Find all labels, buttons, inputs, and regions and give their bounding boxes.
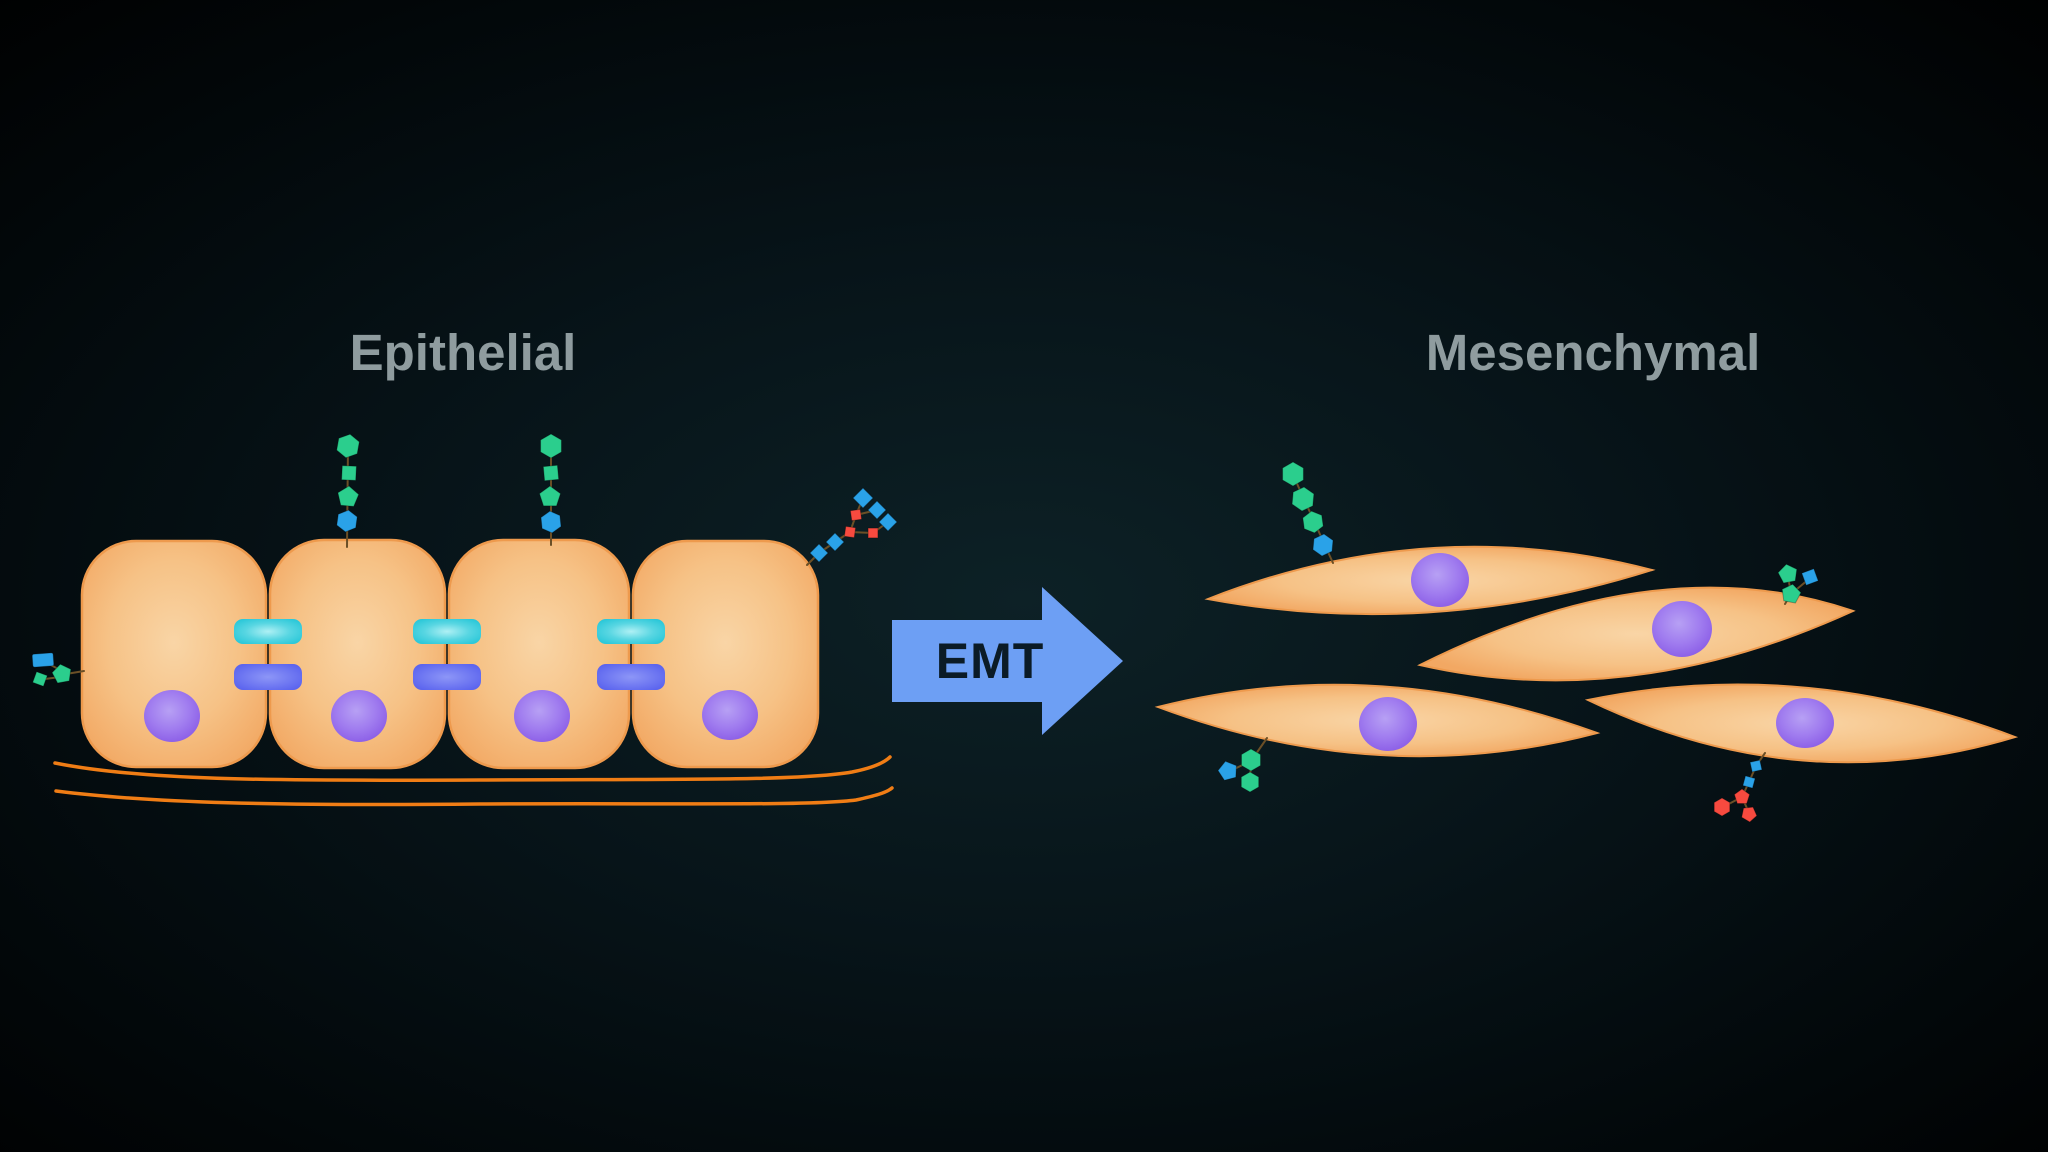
adherens-junction-icon	[597, 664, 665, 690]
cell-nucleus	[144, 690, 200, 742]
adherens-junction-icon	[413, 664, 481, 690]
cell-nucleus	[1652, 601, 1712, 657]
emt-arrow: EMT	[892, 587, 1123, 735]
cell-body	[447, 538, 631, 770]
cell-body	[80, 539, 268, 769]
adherens-junction-icon	[234, 664, 302, 690]
glycan-chain-icon	[539, 433, 562, 546]
glycan-sialylated-icon	[1713, 752, 1766, 823]
glycan-branched-icon	[1777, 563, 1819, 605]
epithelial-cell	[447, 538, 631, 770]
cell-nucleus	[702, 690, 758, 740]
cell-body	[1417, 586, 1856, 682]
glycan-branched-icon	[1217, 737, 1268, 793]
tight-junction-icon	[234, 619, 302, 644]
basement-membrane-line	[54, 786, 894, 807]
epithelial-cell	[80, 539, 268, 769]
glycan-chain-icon	[336, 433, 360, 548]
mesenchymal-cell	[1204, 545, 1656, 616]
glycan-branched-icon	[806, 487, 898, 566]
glycan-chain-icon	[1282, 461, 1334, 564]
cell-body	[268, 538, 447, 770]
epithelial-section: Epithelial	[31, 324, 898, 807]
basement-membrane-line	[53, 755, 892, 783]
emt-arrow-label: EMT	[936, 633, 1045, 689]
cell-nucleus	[1359, 697, 1417, 751]
mesenchymal-section: Mesenchymal	[1154, 324, 2019, 823]
mesenchymal-label: Mesenchymal	[1426, 324, 1761, 381]
right-arrow-icon	[892, 587, 1123, 735]
cell-nucleus	[331, 690, 387, 742]
cell-nucleus	[1411, 553, 1469, 607]
cell-body	[631, 539, 820, 769]
mesenchymal-cell	[1417, 586, 1856, 682]
epithelial-label: Epithelial	[350, 324, 577, 381]
tight-junction-icon	[597, 619, 665, 644]
cell-nucleus	[1776, 698, 1834, 748]
mesenchymal-cell	[1584, 683, 2019, 764]
epithelial-cell	[268, 538, 447, 770]
tight-junction-icon	[413, 619, 481, 644]
cell-junctions	[234, 619, 665, 690]
cell-nucleus	[514, 690, 570, 742]
epithelial-cell	[631, 539, 820, 769]
glycan-side-icon	[31, 652, 85, 687]
